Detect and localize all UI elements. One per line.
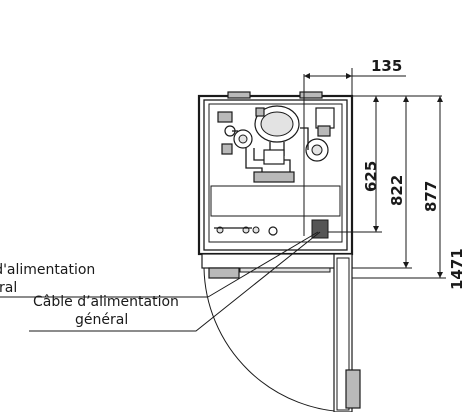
- cable-leader-left-diagonal: [207, 231, 319, 298]
- cable-label-right-line2: général: [75, 312, 128, 328]
- dimension-135: 135: [371, 57, 402, 75]
- cable-label-right-line1: Câble d’alimentation: [33, 294, 179, 310]
- dimension-1471: 1471: [448, 248, 465, 290]
- door-swing-arc: [203, 267, 352, 412]
- cable-leader-right: [29, 231, 321, 332]
- dimension-lines: [303, 68, 446, 279]
- dimension-625: 625: [362, 161, 380, 192]
- dimension-822: 822: [388, 175, 406, 206]
- open-door: [333, 253, 361, 412]
- dimension-877: 877: [422, 181, 440, 212]
- cable-label-left-line2: général: [0, 280, 17, 296]
- hydraulic-components: [214, 105, 335, 236]
- cable-label-left-line1: Câble d'alimentation: [0, 262, 95, 278]
- power-cable-entry: [311, 219, 329, 239]
- unit-base: [201, 253, 353, 279]
